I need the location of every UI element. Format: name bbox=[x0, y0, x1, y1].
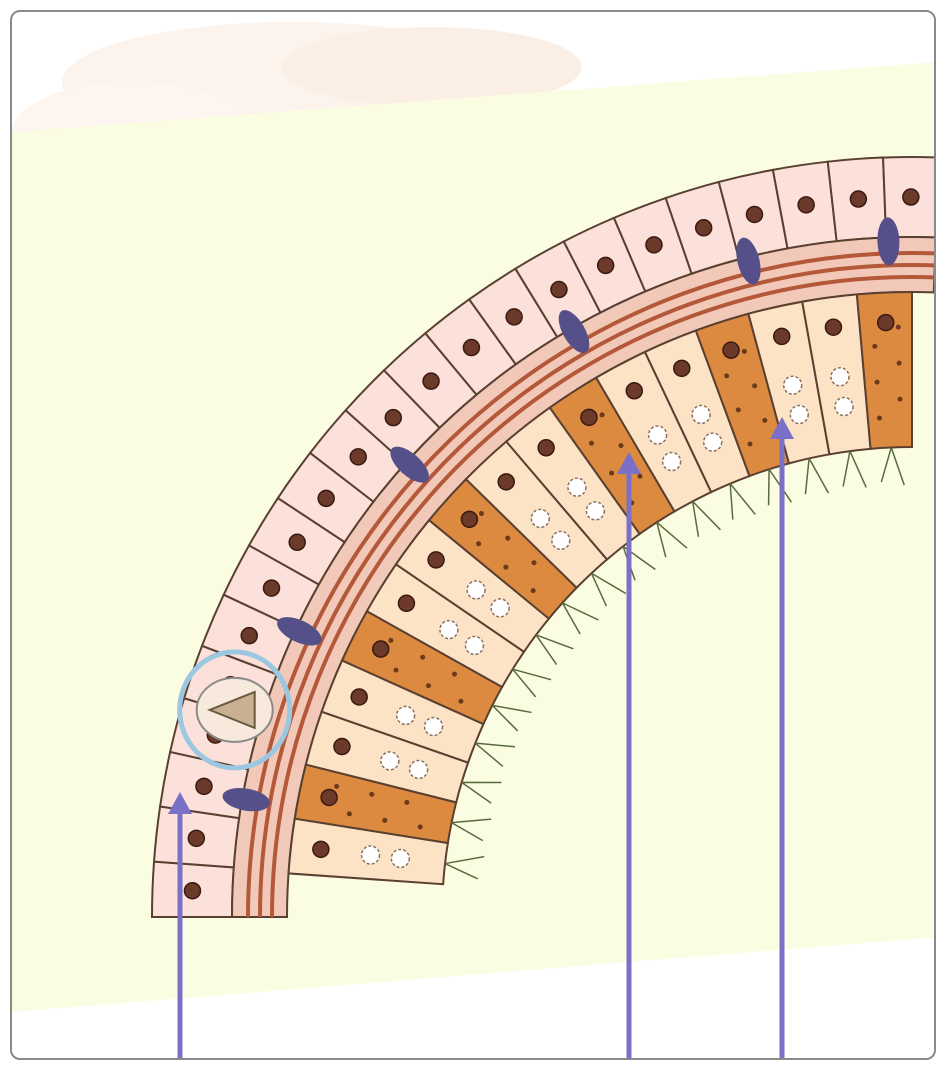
secretory-granule bbox=[452, 672, 457, 677]
cell-nucleus bbox=[798, 197, 814, 213]
food-vacuole bbox=[552, 531, 570, 549]
secretory-granule bbox=[505, 536, 510, 541]
cell-nucleus bbox=[334, 739, 350, 755]
secretory-granule bbox=[762, 418, 767, 423]
cell-nucleus bbox=[498, 474, 514, 490]
cell-nucleus bbox=[825, 319, 841, 335]
cell-nucleus bbox=[241, 628, 257, 644]
cell-nucleus bbox=[878, 315, 894, 331]
cell-nucleus bbox=[398, 595, 414, 611]
food-vacuole bbox=[649, 426, 667, 444]
secretory-granule bbox=[476, 541, 481, 546]
secretory-granule bbox=[609, 471, 614, 476]
cell-nucleus bbox=[350, 449, 366, 465]
secretory-granule bbox=[897, 361, 902, 366]
food-vacuole bbox=[568, 478, 586, 496]
secretory-granule bbox=[897, 397, 902, 402]
food-vacuole bbox=[831, 368, 849, 386]
secretory-granule bbox=[393, 668, 398, 673]
cell-nucleus bbox=[506, 309, 522, 325]
cell-nucleus bbox=[696, 220, 712, 236]
food-vacuole bbox=[531, 509, 549, 527]
food-vacuole bbox=[397, 706, 415, 724]
cell-nucleus bbox=[188, 830, 204, 846]
cell-nucleus bbox=[463, 340, 479, 356]
cell-nucleus bbox=[850, 191, 866, 207]
secretory-granule bbox=[742, 349, 747, 354]
secretory-granule bbox=[458, 699, 463, 704]
food-vacuole bbox=[663, 453, 681, 471]
food-vacuole bbox=[465, 636, 483, 654]
food-vacuole bbox=[410, 760, 428, 778]
cell-nucleus bbox=[428, 552, 444, 568]
food-vacuole bbox=[704, 433, 722, 451]
secretory-granule bbox=[896, 325, 901, 330]
secretory-granule bbox=[619, 443, 624, 448]
secretory-granule bbox=[532, 560, 537, 565]
cell-nucleus bbox=[264, 580, 280, 596]
cell-nucleus bbox=[318, 490, 334, 506]
secretory-granule bbox=[589, 441, 594, 446]
secretory-granule bbox=[872, 344, 877, 349]
cell-nucleus bbox=[289, 534, 305, 550]
cell-nucleus bbox=[313, 841, 329, 857]
food-vacuole bbox=[362, 846, 380, 864]
secretory-granule bbox=[736, 407, 741, 412]
cell-nucleus bbox=[626, 383, 642, 399]
secretory-granule bbox=[426, 683, 431, 688]
cell-nucleus bbox=[351, 689, 367, 705]
cell-nucleus bbox=[598, 257, 614, 273]
secretory-granule bbox=[637, 474, 642, 479]
secretory-granule bbox=[479, 511, 484, 516]
cell-nucleus bbox=[646, 237, 662, 253]
secretory-granule bbox=[382, 818, 387, 823]
cell-nucleus bbox=[184, 883, 200, 899]
secretory-granule bbox=[600, 412, 605, 417]
cell-nucleus bbox=[538, 440, 554, 456]
secretory-granule bbox=[347, 811, 352, 816]
food-vacuole bbox=[381, 752, 399, 770]
food-vacuole bbox=[491, 599, 509, 617]
cell-nucleus bbox=[373, 641, 389, 657]
cell-nucleus bbox=[385, 410, 401, 426]
cell-nucleus bbox=[461, 511, 477, 527]
food-vacuole bbox=[586, 502, 604, 520]
secretory-granule bbox=[418, 824, 423, 829]
secretory-granule bbox=[875, 380, 880, 385]
secretory-granule bbox=[503, 565, 508, 570]
secretory-granule bbox=[334, 784, 339, 789]
food-vacuole bbox=[391, 849, 409, 867]
food-vacuole bbox=[692, 405, 710, 423]
cell-nucleus bbox=[551, 282, 567, 298]
food-vacuole bbox=[467, 581, 485, 599]
cell-nucleus bbox=[674, 360, 690, 376]
secretory-granule bbox=[877, 416, 882, 421]
cell-nucleus bbox=[581, 409, 597, 425]
cell-nucleus bbox=[774, 328, 790, 344]
secretory-granule bbox=[531, 588, 536, 593]
food-vacuole bbox=[440, 621, 458, 639]
secretory-granule bbox=[388, 638, 393, 643]
cell-nucleus bbox=[321, 789, 337, 805]
food-vacuole bbox=[784, 376, 802, 394]
cell-nucleus bbox=[746, 206, 762, 222]
secretory-granule bbox=[404, 800, 409, 805]
cell-nucleus bbox=[196, 778, 212, 794]
secretory-granule bbox=[724, 373, 729, 378]
cell-nucleus bbox=[423, 373, 439, 389]
cell-nucleus bbox=[723, 342, 739, 358]
food-vacuole bbox=[790, 405, 808, 423]
secretory-granule bbox=[752, 383, 757, 388]
figure-frame bbox=[10, 10, 936, 1060]
secretory-granule bbox=[420, 655, 425, 660]
hydra-body-wall-diagram bbox=[12, 12, 936, 1060]
food-vacuole bbox=[425, 718, 443, 736]
food-vacuole bbox=[835, 398, 853, 416]
cell-nucleus bbox=[903, 189, 919, 205]
secretory-granule bbox=[369, 792, 374, 797]
secretory-granule bbox=[747, 441, 752, 446]
